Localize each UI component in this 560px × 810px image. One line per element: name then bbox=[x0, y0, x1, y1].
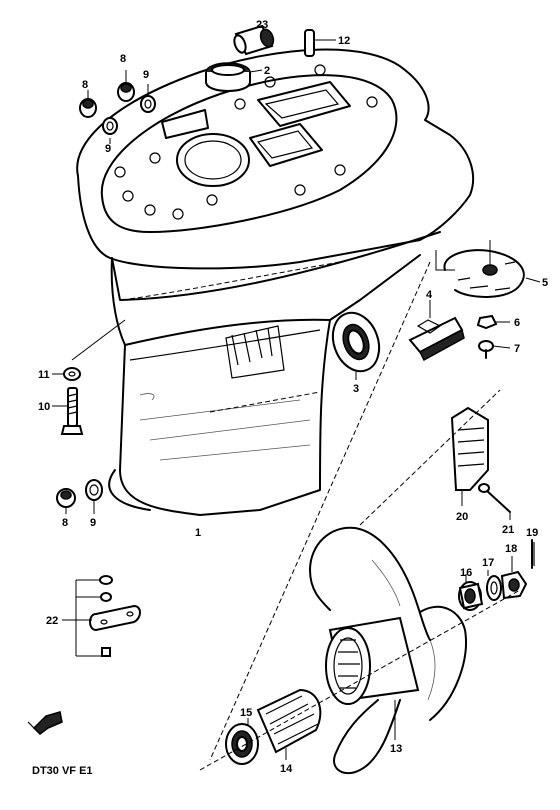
callout-11: 11 bbox=[38, 369, 50, 381]
callout-2: 2 bbox=[264, 65, 270, 77]
callout-8: 8 bbox=[62, 517, 68, 529]
parts-6-7-nut-bolt bbox=[476, 314, 511, 359]
model-label: DT30 VF E1 bbox=[32, 765, 93, 777]
callout-13: 13 bbox=[390, 743, 402, 755]
callout-22: 22 bbox=[46, 615, 58, 627]
callout-21: 21 bbox=[502, 524, 514, 536]
construction-lines bbox=[199, 261, 521, 771]
part-22-bolt-set bbox=[62, 575, 141, 657]
callout-12: 12 bbox=[338, 35, 350, 47]
callout-19: 19 bbox=[526, 527, 538, 539]
callout-7: 7 bbox=[514, 343, 520, 355]
callout-23: 23 bbox=[256, 19, 268, 31]
front-arrow-icon bbox=[27, 711, 63, 735]
callout-18: 18 bbox=[505, 543, 517, 555]
callout-16: 16 bbox=[460, 567, 472, 579]
callout-9: 9 bbox=[90, 517, 96, 529]
callout-9: 9 bbox=[105, 143, 111, 155]
callout-labels: 23 12 2 8 8 9 9 5 4 6 7 11 3 10 20 21 19… bbox=[32, 19, 548, 777]
callout-3: 3 bbox=[353, 383, 359, 395]
callout-4: 4 bbox=[426, 289, 433, 301]
part-23-sleeve bbox=[233, 24, 275, 56]
callout-20: 20 bbox=[456, 511, 468, 523]
part-19-cotter-pin bbox=[531, 539, 535, 569]
callout-10: 10 bbox=[38, 401, 50, 413]
callout-17: 17 bbox=[482, 557, 494, 569]
callout-15: 15 bbox=[240, 707, 252, 719]
part-13-propeller bbox=[309, 526, 467, 775]
callout-5: 5 bbox=[542, 277, 548, 289]
parts-14-15-bushing bbox=[225, 688, 322, 765]
part-5-water-screen bbox=[435, 240, 541, 298]
callout-8: 8 bbox=[120, 53, 126, 65]
callout-8: 8 bbox=[82, 79, 88, 91]
parts-10-11-bolt-washer bbox=[52, 319, 126, 435]
callout-14: 14 bbox=[280, 763, 293, 775]
callout-1: 1 bbox=[195, 527, 201, 539]
callout-6: 6 bbox=[514, 317, 520, 329]
top-nuts-washers bbox=[79, 70, 156, 144]
lower-nut-washer bbox=[56, 479, 103, 514]
part-3-bearing bbox=[331, 311, 381, 380]
part-4-anode bbox=[408, 300, 465, 362]
part-12-dowel-pin bbox=[304, 29, 336, 57]
parts-20-21-trim-tab bbox=[450, 406, 511, 520]
parts-16-17-18-prop-hardware bbox=[458, 556, 528, 611]
part-2-bearing bbox=[205, 62, 263, 92]
gearcase-housing bbox=[76, 48, 475, 516]
callout-9: 9 bbox=[143, 69, 149, 81]
